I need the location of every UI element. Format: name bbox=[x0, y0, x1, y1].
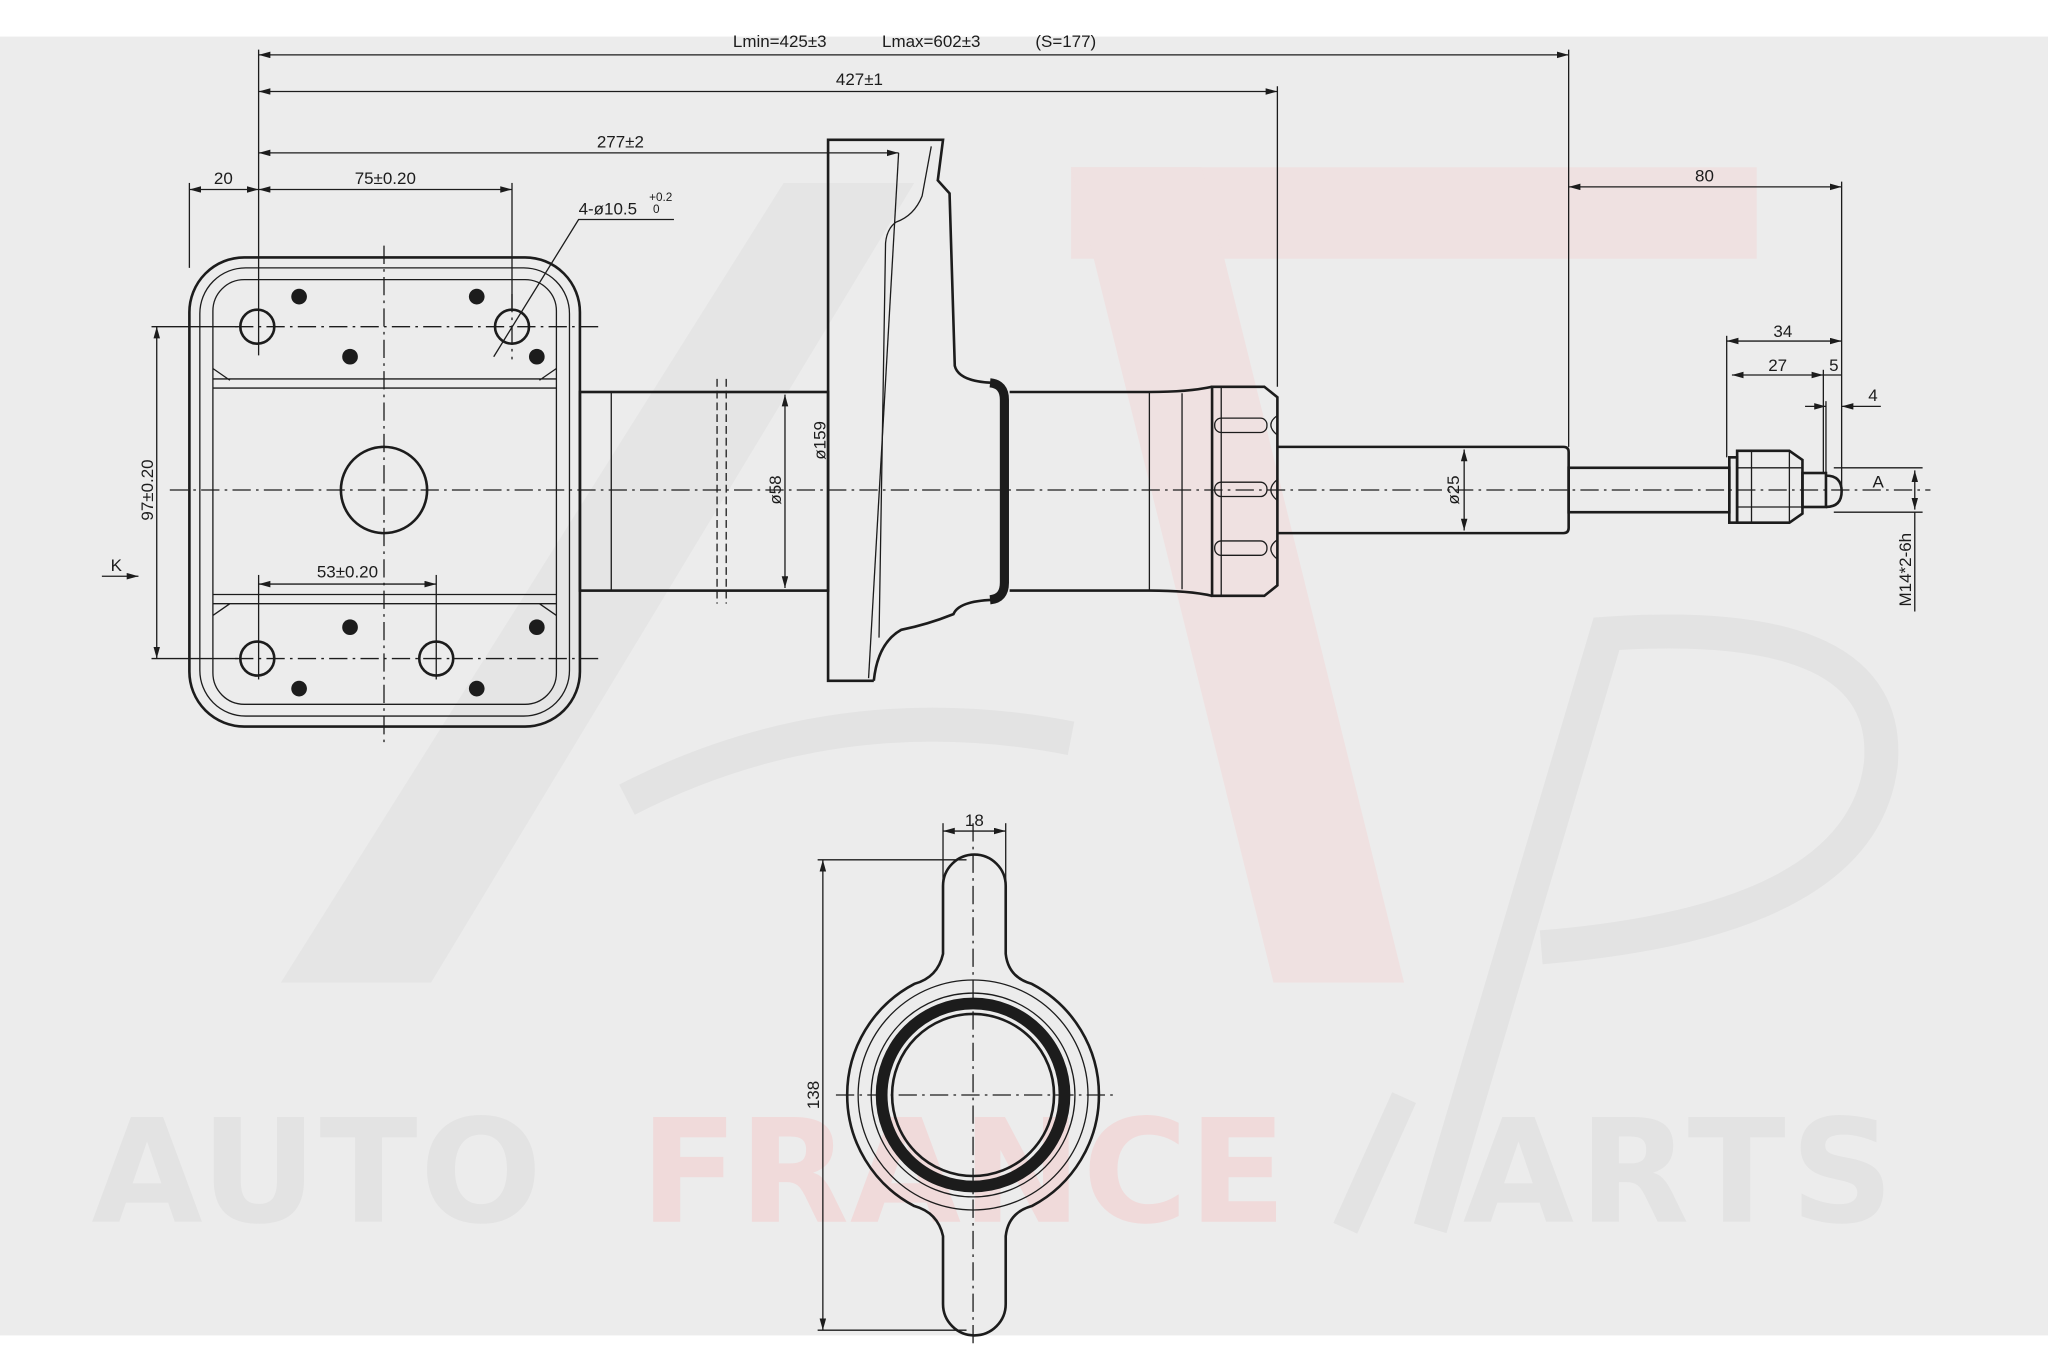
rivet-dot bbox=[468, 680, 485, 697]
spring-seat-lower-fillet bbox=[872, 598, 993, 681]
bracket-outline bbox=[845, 853, 1101, 1337]
watermark-a-left-stroke bbox=[280, 182, 915, 983]
label-stroke: (S=177) bbox=[1035, 32, 1096, 51]
bracket-end-view: 18 138 bbox=[804, 811, 1117, 1344]
watermark-text-auto: AUTO bbox=[91, 1089, 542, 1256]
watermark-slash bbox=[1333, 1092, 1416, 1234]
label-27: 27 bbox=[1768, 356, 1787, 375]
rivet-dot bbox=[528, 348, 545, 365]
label-53: 53±0.20 bbox=[317, 563, 378, 582]
bracket-rubber-ring bbox=[875, 997, 1071, 1193]
dimension-34: 34 bbox=[1726, 322, 1842, 458]
label-dia-25: ø25 bbox=[1444, 475, 1463, 504]
label-5: 5 bbox=[1829, 356, 1838, 375]
thread-tip-cap bbox=[1825, 474, 1843, 509]
seal-ring bbox=[989, 378, 1009, 605]
spring-seat-cup: ø159 bbox=[810, 138, 993, 683]
rivet-dot bbox=[342, 619, 358, 636]
label-dia-58: ø58 bbox=[766, 475, 785, 504]
label-hole-tol-lower: 0 bbox=[653, 203, 660, 216]
watermark-text-parts: ARTS bbox=[1463, 1089, 1894, 1256]
label-lmax: Lmax=602±3 bbox=[882, 32, 980, 51]
label-lmin: Lmin=425±3 bbox=[733, 32, 827, 51]
rivet-dot bbox=[528, 619, 545, 636]
watermark-a-crossbar bbox=[619, 707, 1075, 815]
rivet-dot bbox=[291, 680, 307, 697]
top-cap-notches bbox=[1270, 414, 1278, 560]
mount-plate-top-view bbox=[188, 256, 582, 728]
dimension-4: 4 bbox=[1805, 386, 1881, 474]
label-dia-159: ø159 bbox=[810, 421, 829, 460]
label-277: 277±2 bbox=[597, 133, 644, 152]
dimension-20-75: 20 75±0.20 bbox=[188, 169, 513, 309]
label-138: 138 bbox=[804, 1081, 823, 1109]
dimension-97: 97±0.20 bbox=[138, 326, 238, 660]
plate-inner-outline bbox=[199, 267, 571, 717]
label-34: 34 bbox=[1773, 322, 1792, 341]
bracket-bore-outer bbox=[870, 992, 1076, 1198]
plate-rib-upper bbox=[212, 367, 557, 389]
tube-break-lines bbox=[716, 378, 727, 604]
label-75: 75±0.20 bbox=[355, 169, 416, 188]
thread-callout: A M14*2-6h bbox=[1833, 467, 1923, 612]
spring-seat-outer-outline bbox=[826, 138, 993, 683]
label-hole-tol-upper: +0.2 bbox=[649, 191, 672, 204]
center-bore bbox=[339, 445, 429, 535]
rivet-dot bbox=[291, 288, 307, 305]
piston-rod-assembly: ø25 bbox=[1277, 445, 1843, 535]
bolt-hole-upper-right bbox=[493, 308, 531, 345]
top-cap-slot bbox=[1214, 481, 1268, 498]
label-427: 427±1 bbox=[836, 70, 883, 89]
bracket-inner-outline bbox=[857, 979, 1089, 1211]
upper-tube-step bbox=[1148, 392, 1183, 591]
spring-seat-inner-flange bbox=[878, 146, 932, 638]
dimension-lmin-lmax: Lmin=425±3 Lmax=602±3 (S=177) bbox=[258, 32, 1569, 59]
spring-seat-inner-face bbox=[867, 152, 900, 679]
dimension-80: 80 bbox=[1568, 167, 1843, 487]
label-20: 20 bbox=[214, 169, 233, 188]
watermark-logo: AUTO FRANCE ARTS bbox=[91, 167, 1899, 1256]
label-18: 18 bbox=[965, 811, 984, 830]
hole-callout: 4-ø10.5 +0.2 0 bbox=[493, 191, 674, 358]
watermark-text-france: FRANCE bbox=[640, 1089, 1287, 1256]
dimension-27-5: 27 5 bbox=[1731, 356, 1842, 474]
rivet-dot bbox=[468, 288, 485, 305]
bracket-bore-inner bbox=[890, 1012, 1056, 1178]
plate-rib-lower bbox=[212, 593, 557, 616]
label-view-a: A bbox=[1873, 472, 1885, 491]
top-cap-slot bbox=[1214, 417, 1268, 434]
watermark-a-right-stroke bbox=[1071, 167, 1405, 983]
label-view-k: K bbox=[111, 556, 123, 575]
thread-tip bbox=[1801, 471, 1828, 509]
dimension-427: 427±1 bbox=[258, 70, 1278, 95]
label-hole-spec: 4-ø10.5 bbox=[579, 199, 637, 218]
rivet-dot bbox=[342, 348, 358, 365]
label-4: 4 bbox=[1868, 386, 1877, 405]
label-thread: M14*2-6h bbox=[1896, 533, 1915, 607]
label-97: 97±0.20 bbox=[138, 459, 157, 520]
plate-recess-outline bbox=[212, 278, 558, 705]
top-nut-facets bbox=[1737, 450, 1803, 523]
dimension-53: 53±0.20 bbox=[257, 563, 437, 680]
upper-tube bbox=[1009, 385, 1213, 598]
bolt-hole-upper-left bbox=[239, 308, 276, 345]
bolt-hole-lower-left bbox=[239, 640, 276, 677]
top-cap bbox=[1210, 385, 1279, 598]
watermark-p-logo bbox=[1413, 614, 1899, 1234]
view-k-marker: K bbox=[101, 556, 139, 580]
hole-callout-leader bbox=[493, 218, 674, 358]
top-cap-outline bbox=[1210, 385, 1279, 598]
dimension-277: 277±2 bbox=[258, 133, 899, 157]
top-cap-slot bbox=[1214, 540, 1268, 556]
label-80: 80 bbox=[1695, 167, 1714, 186]
